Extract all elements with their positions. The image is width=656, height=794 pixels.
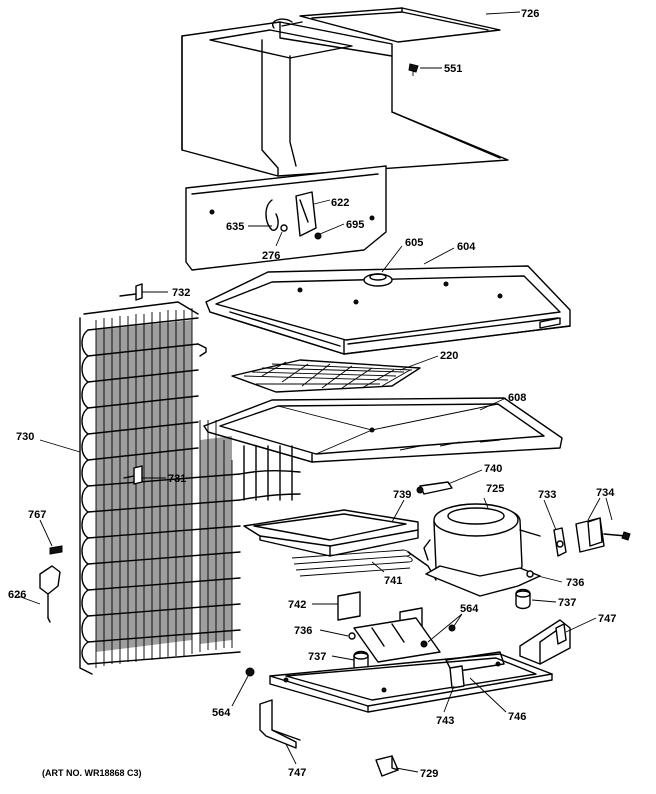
callout-726: 726 [521,8,539,20]
callout-736-right: 736 [566,577,584,589]
callout-labels: 726 551 622 635 695 276 605 604 732 220 … [8,8,616,780]
callout-695: 695 [346,219,364,231]
part-626 [39,565,61,623]
callout-747-left: 747 [288,767,306,779]
callout-604: 604 [457,241,476,253]
screw-564-a [420,640,428,648]
callout-605: 605 [405,237,423,249]
compressor-725 [423,503,541,597]
callout-220: 220 [440,350,458,362]
evaporator-cover-604 [205,265,571,355]
bracket-747-left [259,699,301,749]
bracket-747-right [519,619,571,665]
cabinet-top-cover [181,7,509,177]
clip-732 [119,283,143,301]
base-plate-746 [269,651,553,713]
relay-733 [553,527,567,557]
callout-635: 635 [226,221,244,233]
leader-lines [17,11,613,773]
callout-564-center: 564 [460,603,479,615]
clip-743 [449,665,465,689]
screw-564-left [245,667,255,677]
callout-733: 733 [538,489,556,501]
terminal-cover-734 [575,517,631,553]
callout-730: 730 [16,431,34,443]
callout-732: 732 [172,287,190,299]
callout-564-left: 564 [212,707,231,719]
callout-622: 622 [331,197,349,209]
callout-740: 740 [484,463,502,475]
callout-608: 608 [508,392,526,404]
drain-pan-739 [243,509,419,557]
callout-767: 767 [28,509,46,521]
callout-725: 725 [486,483,504,495]
screw-551 [408,63,419,76]
grille-220 [231,359,421,393]
callout-737-left: 737 [308,651,326,663]
grommet-736-right [526,570,534,578]
part-767 [49,545,63,555]
callout-739: 739 [393,489,411,501]
evaporator-pan-608 [203,397,563,463]
callout-737-right: 737 [558,597,576,609]
mount-737-right [515,588,531,610]
clip-731 [123,465,143,485]
callout-747-right: 747 [598,613,616,625]
grommet-736-left [348,632,356,640]
callout-746: 746 [508,711,526,723]
callout-731: 731 [168,473,186,485]
callout-734: 734 [596,487,615,499]
drain-heater-741 [291,549,437,581]
callout-743: 743 [436,715,454,727]
bracket-742 [337,591,441,663]
back-panel [185,165,387,271]
callout-551: 551 [444,63,462,75]
callout-626: 626 [8,589,26,601]
screw-564-b [448,624,456,632]
callout-729: 729 [420,768,438,780]
overload-740 [416,481,453,495]
callout-276: 276 [262,250,280,262]
art-number: (ART NO. WR18868 C3) [42,768,142,778]
callout-736-left: 736 [294,625,312,637]
callout-741: 741 [384,575,402,587]
condenser-coil-730 [79,301,301,675]
part-729 [375,755,399,777]
callout-742: 742 [288,599,306,611]
